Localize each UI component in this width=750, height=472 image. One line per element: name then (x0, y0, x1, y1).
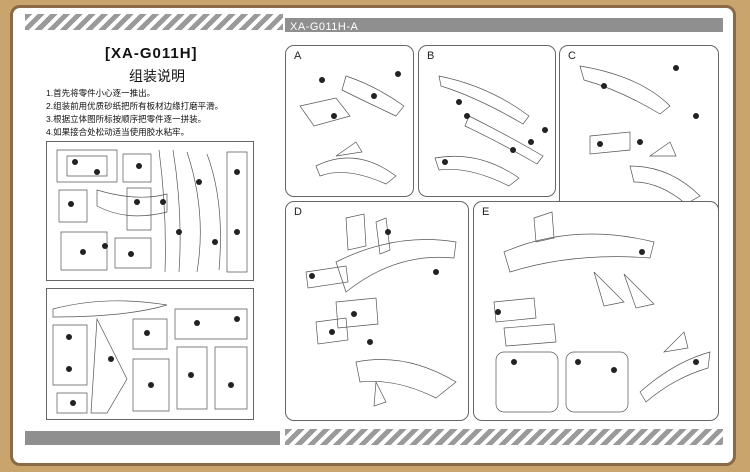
panel-c: C (559, 45, 719, 217)
model-code-title: [XA-G011H] (105, 45, 198, 62)
bottom-right-hatch (285, 429, 723, 445)
bottom-left-bar (25, 431, 280, 445)
panel-c-label: C (568, 50, 576, 62)
instruction-sheet: XA-G011H-A [XA-G011H] 组装说明 1.首先将零件小心逐一推出… (10, 5, 736, 466)
panel-b-drawing (434, 75, 548, 187)
step-4: 4.如果接合处松动适当使用胶水粘牢。 (46, 127, 190, 137)
parts-sheet-1-drawing (56, 149, 248, 273)
parts-sheet-1 (46, 141, 254, 281)
step-3: 3.根据立体图所标按顺序把零件逐一拼装。 (46, 114, 207, 124)
panel-c-drawing (579, 65, 701, 205)
panel-d-drawing (305, 213, 457, 407)
diagram-code: XA-G011H-A (290, 21, 359, 33)
panel-d-label: D (294, 206, 302, 218)
panel-b: B (418, 45, 556, 197)
step-1: 1.首先将零件小心逐一推出。 (46, 88, 156, 98)
step-2: 2.组装前用优质砂纸把所有板材边缘打磨平滑。 (46, 101, 224, 111)
panel-e: E (473, 201, 719, 421)
top-left-hatch (25, 14, 283, 30)
top-right-bar (285, 18, 723, 32)
panel-a: A (285, 45, 414, 197)
panel-e-drawing (493, 211, 711, 413)
panel-b-label: B (427, 50, 435, 62)
parts-sheet-2 (46, 288, 254, 420)
parts-sheet-2-drawing (52, 300, 248, 414)
instructions-subtitle: 组装说明 (129, 68, 185, 84)
panel-a-drawing (299, 71, 405, 185)
panel-a-label: A (294, 50, 302, 62)
panel-d: D (285, 201, 469, 421)
panel-e-label: E (482, 206, 490, 218)
